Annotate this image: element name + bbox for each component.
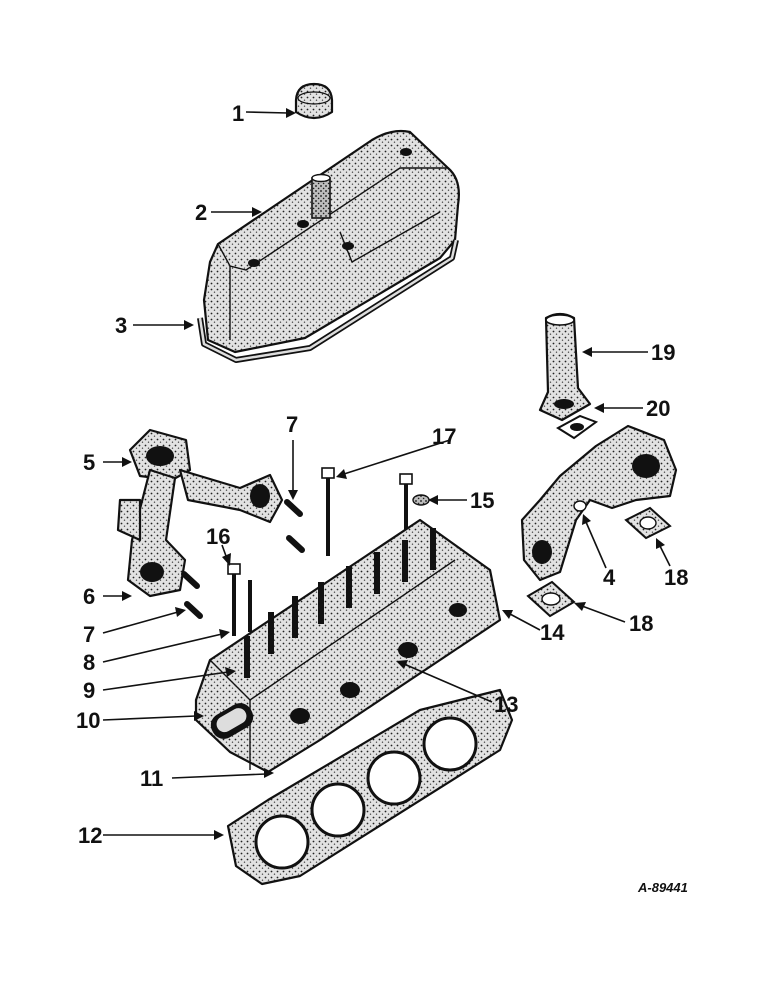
callout-2: 2 — [195, 200, 207, 225]
callout-18-lower: 18 — [629, 611, 653, 636]
expansion-plug-part — [412, 494, 430, 506]
exhaust-manifold-part — [520, 424, 678, 582]
callout-15: 15 — [470, 488, 494, 513]
callout-6: 6 — [83, 584, 95, 609]
valve-cover-part — [202, 129, 460, 354]
callout-10: 10 — [76, 708, 100, 733]
callout-14: 14 — [540, 620, 565, 645]
valve-cover-gasket-part — [197, 239, 459, 363]
callout-17: 17 — [432, 424, 456, 449]
exhaust-elbow-part — [538, 312, 592, 422]
callout-16: 16 — [206, 524, 230, 549]
callout-1: 1 — [232, 101, 244, 126]
callout-18-right: 18 — [664, 565, 688, 590]
callout-3: 3 — [115, 313, 127, 338]
figure-id: A-89441 — [637, 880, 688, 895]
callout-13: 13 — [494, 692, 518, 717]
manifold-gaskets-part — [526, 506, 672, 618]
callout-8: 8 — [83, 650, 95, 675]
elbow-gasket-part — [556, 414, 599, 440]
callout-9: 9 — [83, 678, 95, 703]
callout-7-left: 7 — [83, 622, 95, 647]
callout-20: 20 — [646, 396, 670, 421]
head-gasket-part — [226, 688, 514, 886]
callout-5: 5 — [83, 450, 95, 475]
callout-4: 4 — [603, 565, 616, 590]
callout-labels: 1 2 3 4 5 6 7 7 8 9 10 11 12 13 14 15 16… — [76, 101, 688, 895]
cylinder-head-part — [194, 518, 502, 774]
filler-cap-part — [294, 82, 334, 120]
manifold-studs-part — [181, 499, 305, 619]
intake-manifold-part — [116, 428, 284, 598]
leader-lines — [102, 108, 671, 840]
callout-19: 19 — [651, 340, 675, 365]
callout-11: 11 — [140, 766, 163, 791]
head-bolts-part — [227, 467, 413, 636]
callout-12: 12 — [78, 823, 102, 848]
callout-7-top: 7 — [286, 412, 298, 437]
